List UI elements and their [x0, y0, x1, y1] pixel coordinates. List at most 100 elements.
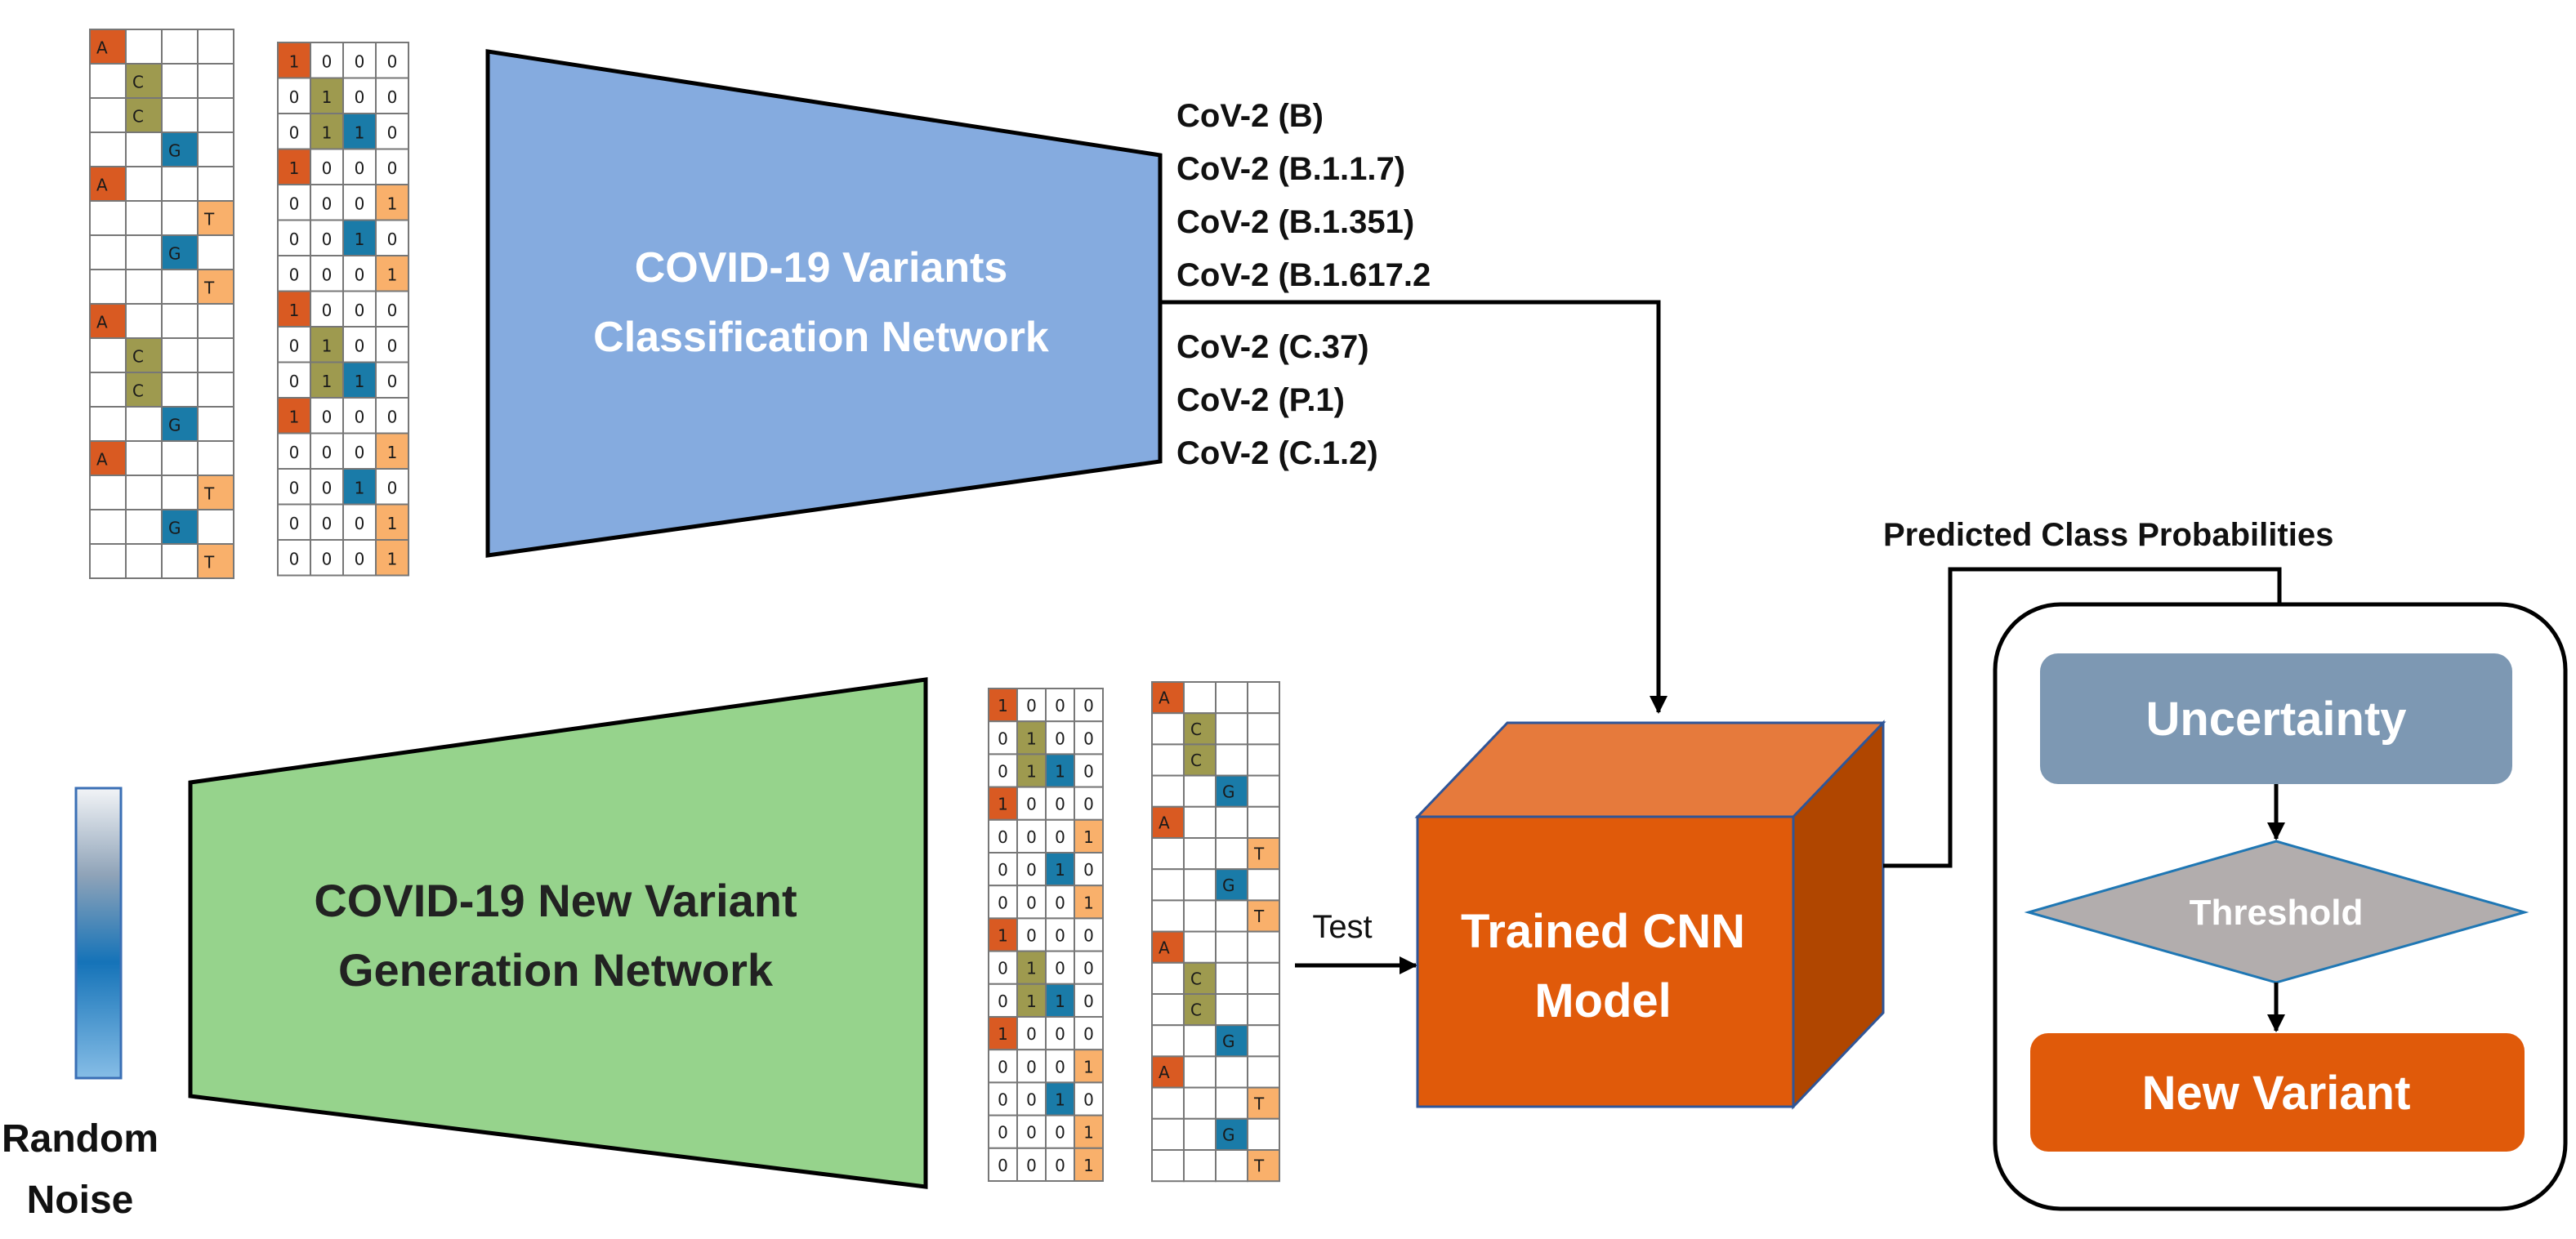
empty-cell — [125, 406, 163, 442]
onehot-value: 0 — [289, 87, 300, 107]
onehot-cell — [375, 397, 409, 435]
cnn-cube-front — [1416, 815, 1795, 1108]
empty-cell — [125, 509, 163, 545]
onehot-value: 0 — [322, 549, 333, 568]
onehot-value: 1 — [1055, 860, 1065, 880]
nucleotide-letter: T — [203, 484, 215, 503]
onehot-cell — [1045, 917, 1075, 952]
onehot-cell — [310, 468, 344, 506]
onehot-value: 0 — [1083, 729, 1094, 748]
empty-cell — [1183, 1086, 1217, 1120]
onehot-value: 1 — [1083, 1057, 1094, 1076]
empty-cell — [1151, 1086, 1185, 1120]
empty-cell — [125, 303, 163, 339]
onehot-value: 0 — [1026, 696, 1037, 715]
onehot-value: 0 — [1026, 1123, 1037, 1143]
empty-cell — [1183, 774, 1217, 808]
onehot-value: 0 — [998, 959, 1008, 978]
generation-network-title-line2: Generation Network — [338, 944, 774, 996]
onehot-value: 1 — [322, 372, 333, 391]
nucleotide-letter: C — [132, 72, 144, 91]
onehot-cell — [1016, 753, 1047, 788]
nucleotide-letter: G — [1222, 782, 1235, 801]
empty-cell — [1183, 1024, 1217, 1058]
onehot-value: 0 — [355, 301, 365, 320]
empty-cell — [1247, 868, 1280, 902]
onehot-value: 1 — [289, 301, 300, 320]
predicted-class-probabilities-label: Predicted Class Probabilities — [1883, 517, 2333, 553]
onehot-value: 1 — [355, 230, 365, 249]
onehot-cell — [277, 397, 311, 435]
onehot-value: 1 — [1026, 762, 1037, 782]
empty-cell — [1247, 961, 1280, 996]
onehot-value: 0 — [1055, 1024, 1065, 1044]
onehot-value: 0 — [1055, 729, 1065, 748]
nucleotide-letter: A — [96, 175, 108, 194]
onehot-value: 1 — [355, 123, 365, 142]
onehot-cell — [342, 148, 377, 185]
generation-network: COVID-19 New Variant Generation Network — [188, 677, 928, 1189]
empty-cell — [1215, 743, 1248, 777]
empty-cell — [161, 269, 199, 305]
onehot-cell — [342, 255, 377, 292]
empty-cell — [1247, 1055, 1280, 1089]
empty-cell — [125, 234, 163, 270]
nucleotide-letter: T — [203, 209, 215, 229]
variant-label: CoV-2 (C.37) — [1176, 329, 1369, 365]
onehot-value: 0 — [998, 729, 1008, 748]
nucleotide-letter: C — [1190, 751, 1202, 770]
nucleotide-cell-T — [197, 269, 234, 305]
onehot-value: 0 — [1026, 795, 1037, 814]
empty-cell — [1151, 961, 1185, 996]
onehot-cell — [988, 720, 1018, 755]
onehot-cell — [375, 539, 409, 577]
empty-cell — [1247, 805, 1280, 839]
onehot-value: 0 — [289, 443, 300, 462]
cnn-to-uncertainty-arrow — [1883, 567, 2288, 868]
onehot-cell — [1045, 720, 1075, 755]
onehot-value: 0 — [355, 158, 365, 178]
empty-cell — [1183, 1055, 1217, 1089]
onehot-value: 0 — [322, 230, 333, 249]
nucleotide-cell-A — [89, 440, 127, 476]
empty-cell — [125, 269, 163, 305]
onehot-value: 0 — [998, 1123, 1008, 1143]
onehot-value: 0 — [322, 301, 333, 320]
onehot-value: 1 — [998, 1024, 1008, 1044]
empty-cell — [161, 337, 199, 373]
onehot-value: 1 — [387, 514, 398, 533]
onehot-value: 1 — [355, 478, 365, 497]
onehot-cell — [277, 326, 311, 363]
nucleotide-cell-T — [1247, 1149, 1280, 1183]
onehot-cell — [342, 184, 377, 221]
onehot-value: 0 — [322, 194, 333, 213]
onehot-cell — [1074, 1114, 1104, 1149]
onehot-value: 0 — [355, 87, 365, 107]
onehot-cell — [1045, 1016, 1075, 1051]
empty-cell — [197, 166, 234, 202]
empty-cell — [89, 97, 127, 133]
onehot-value: 1 — [289, 51, 300, 71]
onehot-value: 0 — [1026, 827, 1037, 847]
cnn-model-label-line1: Trained CNN — [1461, 905, 1745, 958]
nucleotide-letter: A — [1159, 813, 1170, 833]
onehot-value: 0 — [1083, 1024, 1094, 1044]
empty-cell — [89, 543, 127, 579]
onehot-value: 0 — [1083, 696, 1094, 715]
empty-cell — [1183, 899, 1217, 933]
onehot-value: 0 — [355, 336, 365, 355]
nucleotide-letter: A — [96, 38, 108, 57]
nucleotide-letter: G — [1222, 1032, 1235, 1051]
onehot-cell — [1074, 786, 1104, 821]
onehot-value: 1 — [387, 549, 398, 568]
onehot-value: 1 — [1026, 729, 1037, 748]
nucleotide-letter: G — [1222, 876, 1235, 895]
empty-cell — [161, 372, 199, 408]
variant-label: CoV-2 (B.1.351) — [1176, 204, 1414, 240]
nucleotide-letter: T — [203, 552, 215, 572]
random-noise-label-line1: Random — [2, 1117, 158, 1161]
empty-cell — [161, 166, 199, 202]
onehot-value: 0 — [355, 265, 365, 284]
empty-cell — [161, 200, 199, 236]
